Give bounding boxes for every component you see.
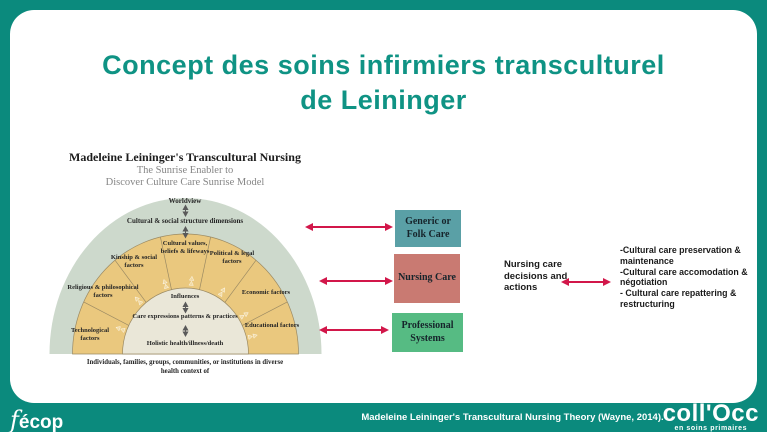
- label-care-expressions: Care expressions patterns & practices: [132, 313, 238, 320]
- wedge-religious: Religious & philosophical factors: [67, 284, 139, 299]
- label-worldview: Worldview: [168, 197, 202, 205]
- double-arrow-professional-systems: [319, 325, 389, 334]
- double-arrow-nursing-care: [319, 276, 393, 285]
- page-title-line2: de Leininger: [300, 85, 467, 115]
- collocc-logo: coll'Occ en soins primaires: [662, 400, 759, 432]
- double-arrow-folk-care: [305, 222, 393, 231]
- vertical-double-arrows: [182, 204, 189, 338]
- nursing-care-decisions-text: Nursing care decisions and actions: [504, 259, 568, 293]
- cultural-care-outcomes-list: -Cultural care preservation & maintenanc…: [620, 245, 764, 310]
- source-caption: Madeleine Leininger's Transcultural Nurs…: [361, 412, 664, 423]
- fecop-logo: fécop: [10, 406, 63, 432]
- outcome-item-preservation: -Cultural care preservation & maintenanc…: [620, 245, 741, 266]
- wedge-cultural-values: Cultural values, beliefs & lifeways: [160, 240, 210, 255]
- double-arrow-decisions: [561, 277, 611, 286]
- label-influences: Influences: [170, 293, 200, 300]
- box-generic-folk-care: Generic or Folk Care: [395, 210, 461, 247]
- outcome-item-accomodation: -Cultural care accomodation & négotiatio…: [620, 266, 748, 288]
- box-professional-systems: Professional Systems: [392, 313, 463, 352]
- decorative-arrows: [115, 275, 258, 340]
- collocc-logo-main: coll'Occ: [662, 400, 759, 427]
- fecop-logo-rest: écop: [18, 412, 64, 432]
- outcome-item-repattering: - Cultural care repattering & restructur…: [620, 288, 737, 309]
- diagram-subheading-1: The Sunrise Enabler to: [136, 165, 234, 176]
- collocc-logo-subtitle: en soins primaires: [674, 425, 748, 432]
- page-title-line1: Concept des soins infirmiers transcultur…: [102, 50, 665, 80]
- sunrise-model-diagram: [49, 198, 322, 355]
- box-nursing-care: Nursing Care: [394, 254, 460, 303]
- label-base-caption: Individuals, families, groups, communiti…: [86, 359, 284, 375]
- dome-center-core: [122, 287, 249, 355]
- diagram-heading: Madeleine Leininger's Transcultural Nurs…: [69, 150, 301, 164]
- wedge-kinship: Kinship & social factors: [110, 254, 158, 269]
- diagram-subheading-2: Discover Culture Care Sunrise Model: [105, 177, 265, 188]
- wedge-technological: Technological factors: [70, 327, 110, 342]
- label-structure-dimensions: Cultural & social structure dimensions: [126, 217, 244, 225]
- fecop-logo-f: f: [10, 406, 19, 432]
- wedge-educational: Educational factors: [244, 322, 300, 329]
- wedge-political: Political & legal factors: [209, 250, 255, 265]
- wedge-economic: Economic factors: [241, 289, 291, 296]
- label-holistic: Holistic health/illness/death: [146, 340, 224, 347]
- page-title: Concept des soins infirmiers transcultur…: [0, 48, 767, 118]
- wedge-divider-lines: [83, 236, 288, 326]
